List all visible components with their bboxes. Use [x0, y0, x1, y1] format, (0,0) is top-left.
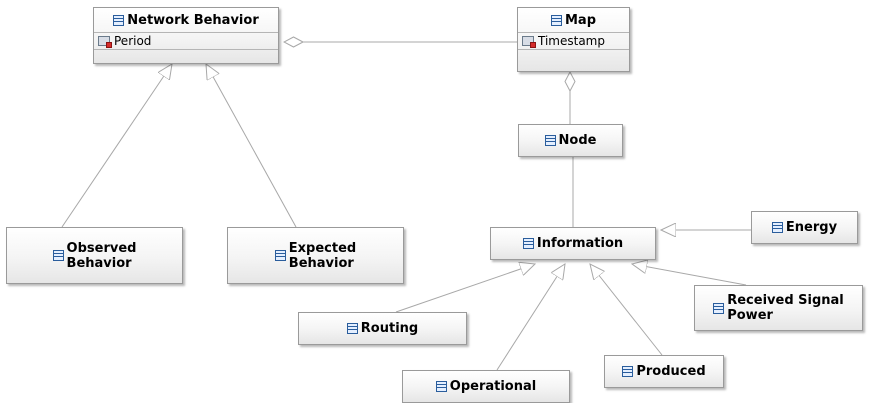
class-routing-name: Routing: [360, 321, 419, 336]
class-information-name: Information: [536, 236, 624, 251]
attribute-timestamp-label: Timestamp: [538, 34, 605, 48]
class-information[interactable]: Information: [490, 227, 656, 260]
class-received-signal-power-header: Received Signal Power: [695, 286, 862, 330]
operations-compartment: [94, 50, 278, 60]
class-map[interactable]: Map Timestamp: [517, 7, 630, 72]
attribute-period-label: Period: [114, 34, 152, 48]
class-icon: [622, 366, 634, 377]
class-map-name: Map: [564, 12, 596, 28]
class-icon: [113, 14, 125, 26]
class-operational-header: Operational: [403, 371, 569, 402]
operations-compartment: [518, 50, 629, 60]
class-icon: [771, 222, 783, 233]
attribute-icon: [98, 36, 112, 48]
class-received-signal-power[interactable]: Received Signal Power: [694, 285, 863, 331]
class-observed-behavior[interactable]: Observed Behavior: [6, 227, 183, 284]
class-operational[interactable]: Operational: [402, 370, 570, 403]
gen-routing-to-information: [395, 264, 535, 313]
class-icon: [52, 250, 64, 261]
class-network-behavior-header: Network Behavior: [94, 8, 278, 33]
class-icon: [435, 381, 447, 392]
class-icon: [346, 323, 358, 334]
class-icon: [274, 250, 286, 261]
attribute-icon: [522, 36, 536, 48]
class-operational-name: Operational: [449, 379, 537, 394]
attribute-period[interactable]: Period: [94, 33, 278, 50]
class-map-header: Map: [518, 8, 629, 33]
class-node[interactable]: Node: [518, 124, 623, 157]
class-energy[interactable]: Energy: [751, 211, 858, 244]
class-produced-header: Produced: [605, 356, 723, 387]
gen-expected-to-network-behavior: [206, 64, 297, 228]
class-observed-behavior-name: Observed Behavior: [66, 240, 137, 271]
gen-observed-to-network-behavior: [61, 64, 172, 228]
gen-operational-to-information: [496, 264, 565, 371]
class-expected-behavior-name: Expected Behavior: [288, 240, 357, 271]
class-node-name: Node: [558, 133, 597, 148]
class-icon: [522, 238, 534, 249]
class-icon: [550, 14, 562, 26]
class-node-header: Node: [519, 125, 622, 156]
class-energy-header: Energy: [752, 212, 857, 243]
class-network-behavior[interactable]: Network Behavior Period: [93, 7, 279, 64]
class-expected-behavior-header: Expected Behavior: [228, 228, 403, 283]
class-routing[interactable]: Routing: [298, 312, 467, 345]
class-expected-behavior[interactable]: Expected Behavior: [227, 227, 404, 284]
class-routing-header: Routing: [299, 313, 466, 344]
class-network-behavior-name: Network Behavior: [127, 12, 259, 28]
class-icon: [544, 135, 556, 146]
class-observed-behavior-header: Observed Behavior: [7, 228, 182, 283]
class-icon: [713, 302, 725, 314]
gen-produced-to-information: [590, 264, 663, 356]
attribute-timestamp[interactable]: Timestamp: [518, 33, 629, 50]
class-information-header: Information: [491, 228, 655, 259]
class-energy-name: Energy: [785, 220, 838, 235]
class-received-signal-power-name: Received Signal Power: [727, 293, 844, 323]
gen-received-signal-power-to-information: [632, 264, 747, 286]
class-produced[interactable]: Produced: [604, 355, 724, 388]
class-produced-name: Produced: [636, 364, 706, 379]
